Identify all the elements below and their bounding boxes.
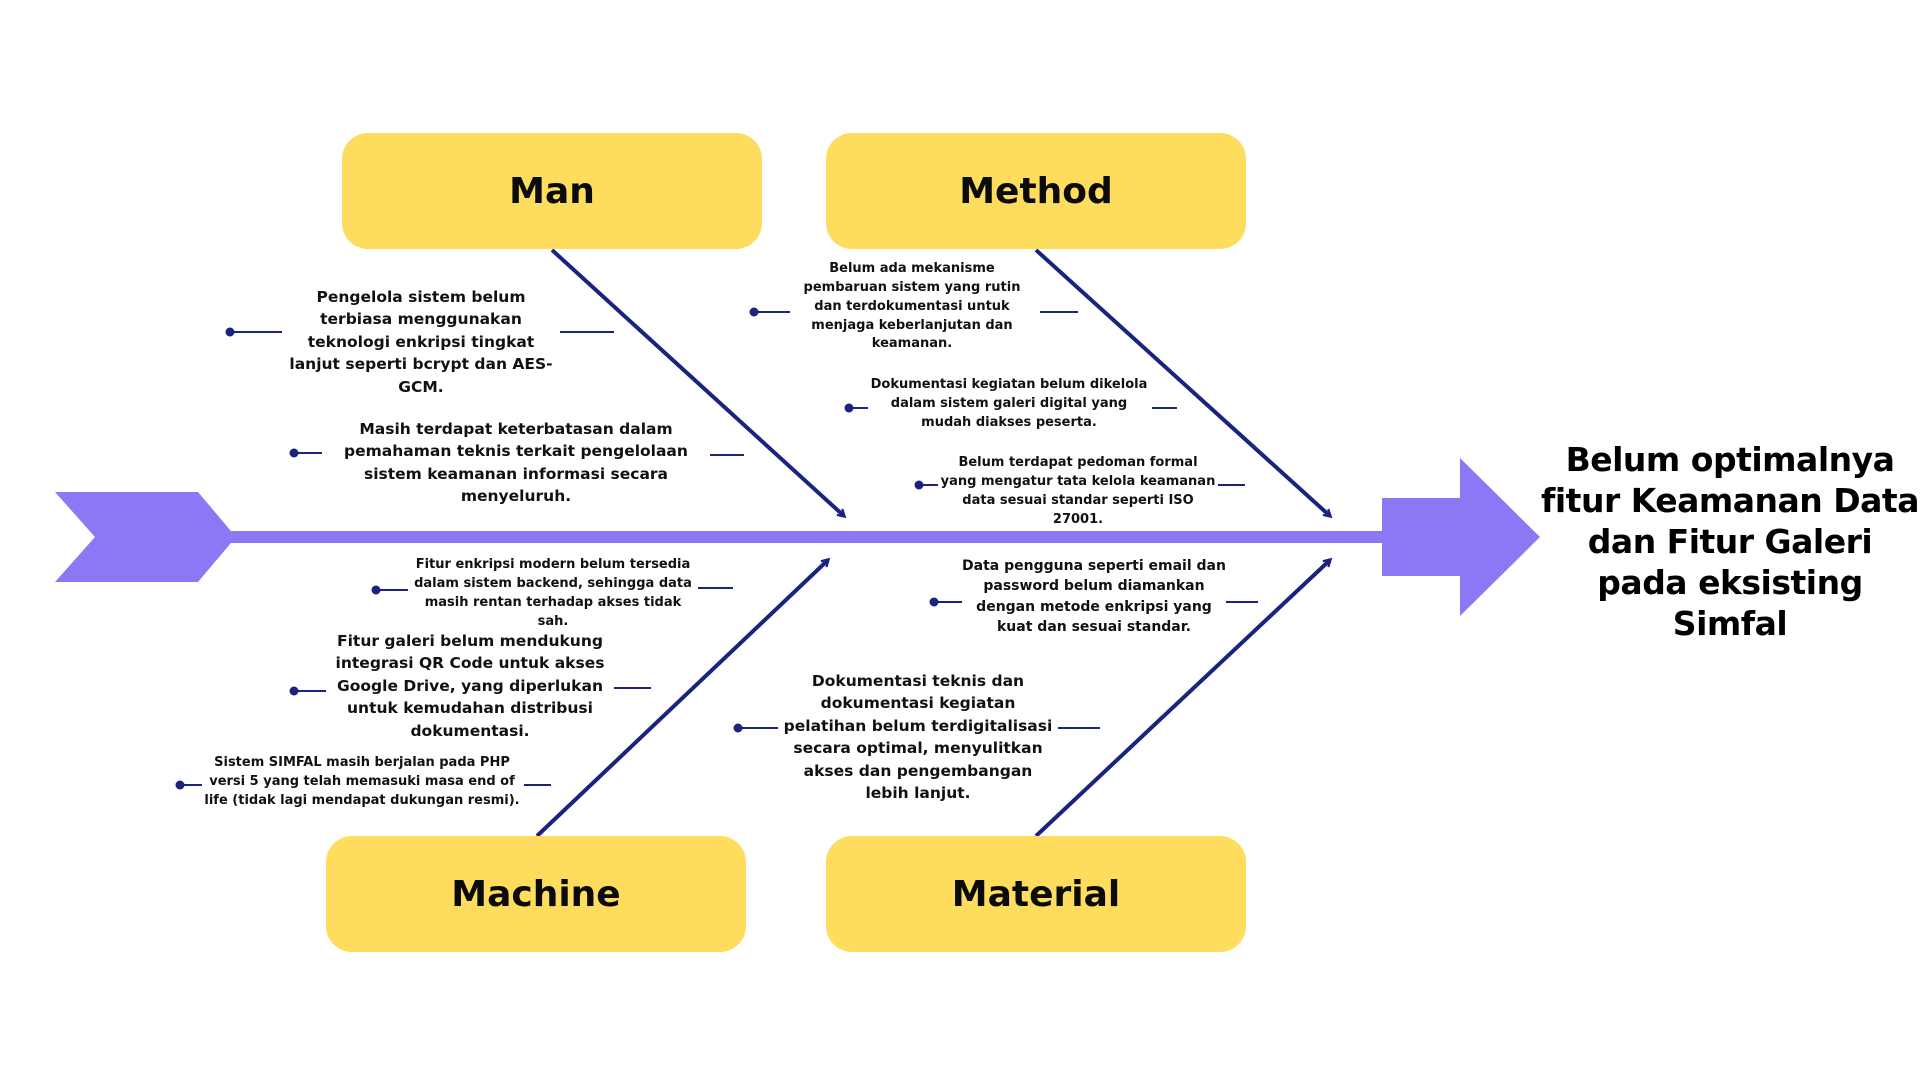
method-cause-2-connector [844, 403, 1177, 413]
machine-cause-1: Fitur enkripsi modern belum tersedia dal… [414, 557, 692, 629]
man-cause-2-connector [289, 448, 744, 458]
category-material: Material [826, 836, 1246, 952]
bone-method [1034, 248, 1330, 516]
method-cause-3: Belum terdapat pedoman formal yang menga… [940, 455, 1216, 527]
spine-line [228, 531, 1388, 543]
man-cause-1: Pengelola sistem belum terbiasa mengguna… [289, 288, 553, 396]
spine-tail-chevron [55, 492, 236, 582]
material-cause-2-connector [733, 723, 1100, 733]
category-man: Man [342, 133, 762, 249]
method-cause-2: Dokumentasi kegiatan belum dikelola dala… [870, 377, 1148, 430]
machine-cause-2-connector [289, 686, 651, 696]
machine-cause-3: Sistem SIMFAL masih berjalan pada PHP ve… [204, 755, 520, 808]
effect-problem-statement: Belum optimalnya fitur Keamanan Data dan… [1541, 440, 1919, 643]
bone-man [550, 248, 844, 516]
machine-cause-1-connector [371, 585, 733, 595]
category-machine: Machine [326, 836, 746, 952]
method-cause-1-connector [749, 307, 1078, 317]
machine-cause-2: Fitur galeri belum mendukung integrasi Q… [335, 632, 605, 740]
material-cause-1-connector [929, 597, 1258, 607]
man-cause-1-connector [225, 327, 614, 337]
spine-arrowhead [1382, 458, 1540, 616]
material-cause-2: Dokumentasi teknis dan dokumentasi kegia… [783, 672, 1053, 803]
machine-cause-3-connector [175, 780, 551, 790]
method-cause-1: Belum ada mekanisme pembaruan sistem yan… [803, 261, 1021, 352]
man-cause-2: Masih terdapat keterbatasan dalam pemaha… [344, 420, 688, 506]
method-cause-3-connector [914, 480, 1245, 490]
material-cause-1: Data pengguna seperti email dan password… [962, 558, 1226, 635]
bone-machine [535, 560, 828, 838]
category-method: Method [826, 133, 1246, 249]
bone-material [1034, 560, 1330, 838]
